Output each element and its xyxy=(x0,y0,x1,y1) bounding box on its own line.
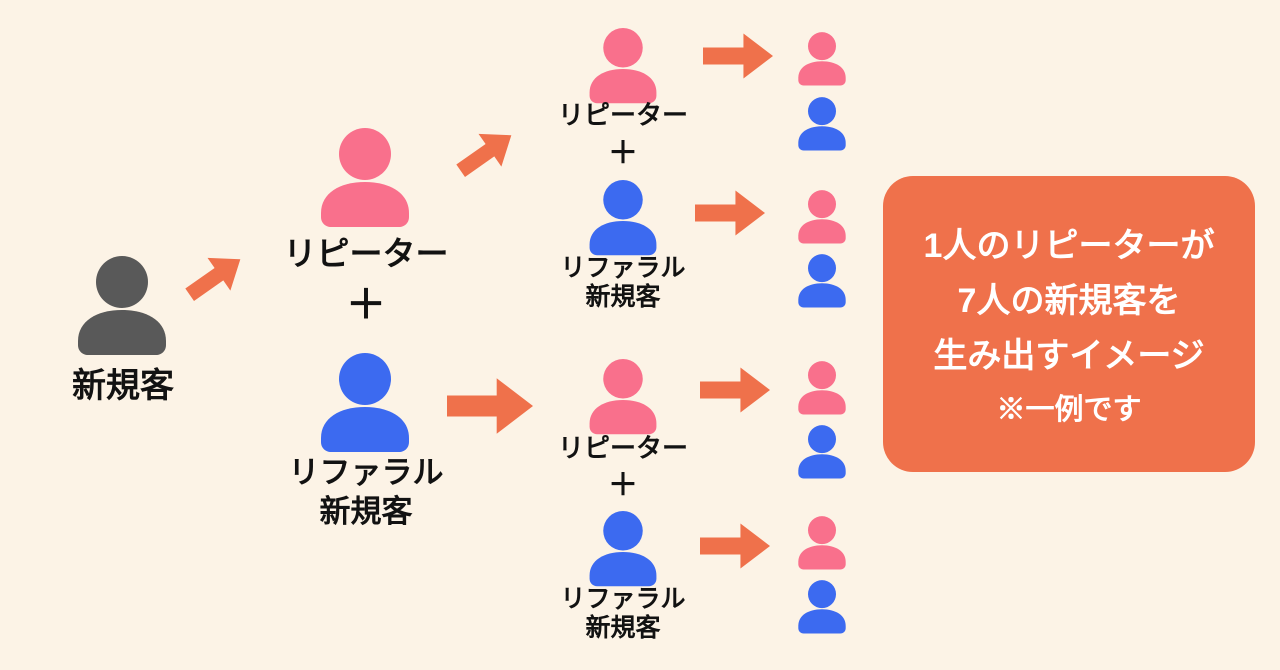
result-pair2-referral-person-icon xyxy=(795,252,849,308)
source-new-customer-person-icon xyxy=(72,252,172,356)
gen2-bottom-plus-sign: ＋ xyxy=(608,469,638,502)
gen2-bottom-repeater-person-icon xyxy=(585,356,661,435)
callout-line3: 生み出すイメージ xyxy=(933,336,1205,375)
gen2-top-referral-label-line1: リファラル xyxy=(560,254,686,282)
gen2-top-repeater-label: リピーター xyxy=(557,100,688,130)
gen1-referral-label-line1: リファラル xyxy=(288,455,444,490)
result-pair3-repeater-person-icon xyxy=(795,359,849,415)
gen2-top-referral-label-line2: 新規客 xyxy=(585,283,661,311)
result-pair1-repeater-person-icon xyxy=(795,30,849,86)
result-pair4-repeater-person-icon xyxy=(795,514,849,570)
arrow-up-right-icon-2 xyxy=(437,110,534,197)
callout-note: ※一例です xyxy=(996,393,1142,426)
gen2-top-referral-person-icon xyxy=(585,177,661,256)
callout-line1: 1人のリピーターが xyxy=(923,226,1215,265)
arrow-right-icon-4 xyxy=(703,31,773,81)
result-pair1-referral-person-icon xyxy=(795,95,849,151)
gen2-bottom-repeater-label: リピーター xyxy=(557,433,688,463)
gen2-bottom-referral-label-line2: 新規客 xyxy=(585,614,661,642)
result-pair2-repeater-person-icon xyxy=(795,188,849,244)
gen2-bottom-referral-person-icon xyxy=(585,508,661,587)
result-pair3-referral-person-icon xyxy=(795,423,849,479)
arrow-right-icon-6 xyxy=(700,365,770,415)
gen1-repeater-person-icon xyxy=(315,124,415,228)
gen2-top-plus-sign: ＋ xyxy=(608,137,638,170)
gen1-plus-sign: ＋ xyxy=(346,283,386,327)
gen1-referral-label-line2: 新規客 xyxy=(319,494,413,529)
arrow-right-icon-5 xyxy=(695,188,765,238)
arrow-right-icon-7 xyxy=(700,521,770,571)
source-new-customer-label: 新規客 xyxy=(72,367,174,405)
result-pair4-referral-person-icon xyxy=(795,578,849,634)
callout-line2: 7人の新規客を xyxy=(957,281,1181,320)
gen2-bottom-referral-label-line1: リファラル xyxy=(560,585,686,613)
gen1-referral-person-icon xyxy=(315,349,415,453)
arrow-right-icon-3 xyxy=(447,375,533,437)
gen2-top-repeater-person-icon xyxy=(585,25,661,104)
arrow-up-right-icon-1 xyxy=(166,234,263,321)
gen1-repeater-label: リピーター xyxy=(283,235,449,272)
callout-box: 1人のリピーターが 7人の新規客を 生み出すイメージ ※一例です xyxy=(883,176,1255,472)
